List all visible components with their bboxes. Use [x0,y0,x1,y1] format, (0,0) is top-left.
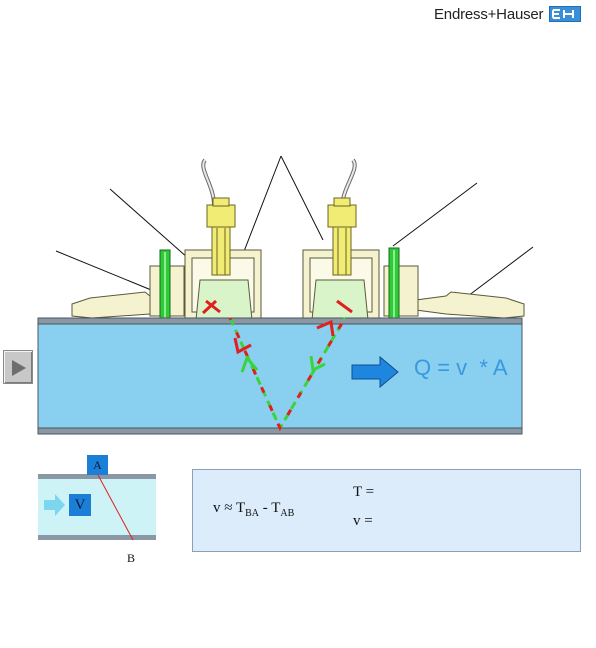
minus-t: - T [259,500,281,516]
pointer-lines [55,155,534,303]
inset-diagram [38,474,156,541]
right-sensor [302,158,380,321]
velocity-formula: v ≈ TBA - TAB [213,500,294,519]
endress-hauser-logo-icon [549,6,582,22]
left-clamp [71,249,185,321]
label-b: B [127,551,136,565]
formula-panel: v ≈ TBA - TAB T = v = [192,469,581,552]
right-clamp [383,247,525,321]
left-sensor [184,158,262,321]
t-label: T = [353,484,375,500]
brand: Endress+Hauser [434,4,582,24]
v-label: v = [353,513,373,529]
signal-path [201,299,353,432]
flow-arrow-icon [351,355,399,389]
sub-ba: BA [245,508,260,519]
brand-name: Endress+Hauser [434,5,544,23]
label-a: A [87,455,108,475]
sub-ab: AB [280,508,295,519]
label-v: V [69,494,91,516]
velocity-prefix: v ≈ T [213,500,246,516]
pipe [37,317,523,435]
flow-formula: Q = v * A [414,355,508,380]
play-icon [12,360,26,376]
play-button[interactable] [3,350,33,384]
